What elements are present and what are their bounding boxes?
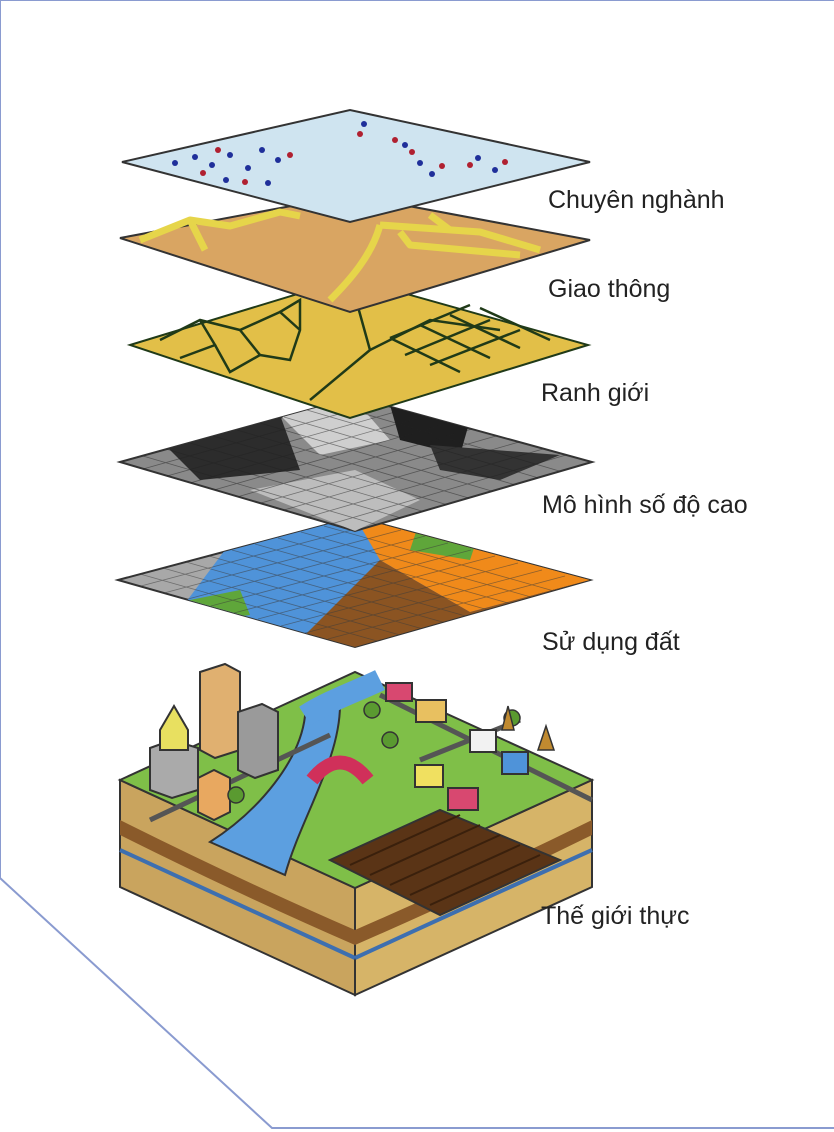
layer-label-landuse: Sử dụng đất — [542, 628, 680, 656]
tree-icon — [227, 701, 556, 804]
bridge-icon — [306, 755, 374, 785]
boundary-layer — [126, 276, 592, 420]
layer-label-realworld: Thế giới thực — [541, 902, 690, 930]
transport-layer — [119, 193, 591, 314]
house-icon — [385, 682, 529, 811]
building-icon — [149, 662, 279, 822]
landuse-layer — [114, 515, 594, 649]
layer-label-elevation: Mô hình số độ cao — [542, 491, 748, 519]
thematic-layer — [121, 108, 591, 224]
layer-label-thematic: Chuyên nghành — [548, 186, 725, 214]
layer-label-transport: Giao thông — [548, 275, 671, 303]
layer-label-boundary: Ranh giới — [541, 379, 650, 407]
realworld-block — [117, 662, 595, 997]
